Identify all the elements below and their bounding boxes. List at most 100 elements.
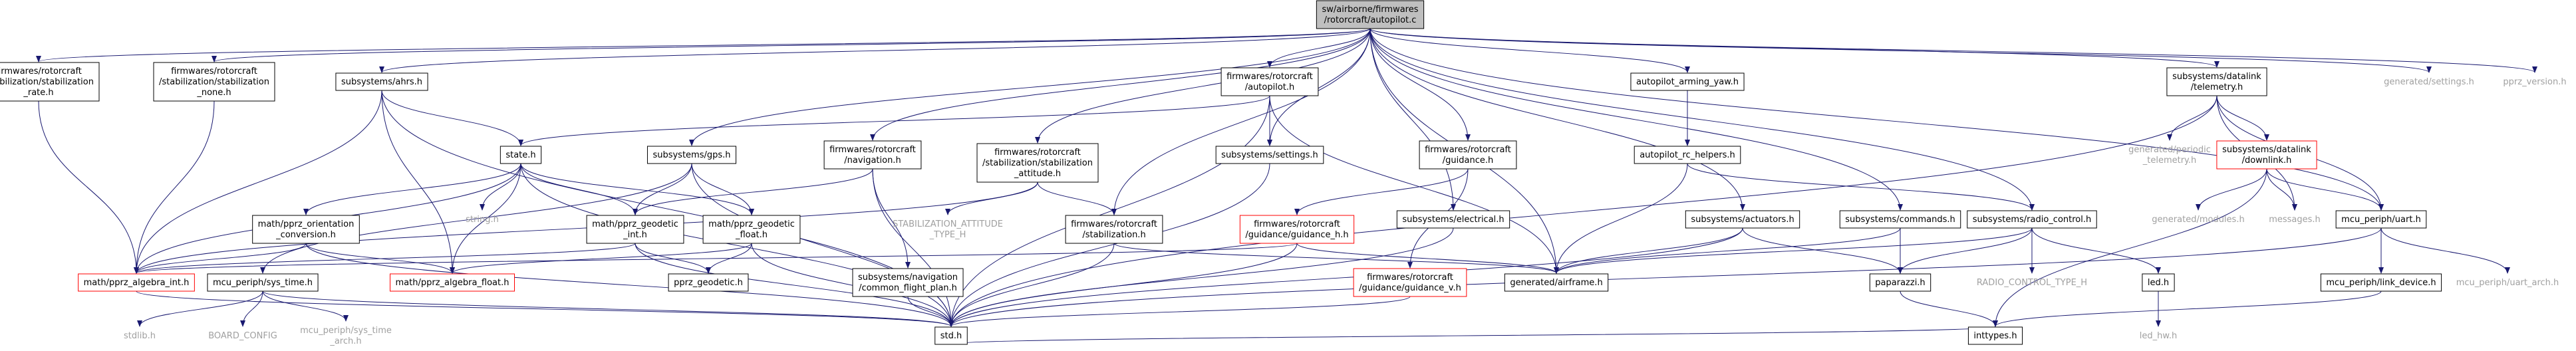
node-label-line: /guidance/guidance_v.h [1359, 283, 1461, 293]
node-label-line: mcu_periph/uart.h [2341, 215, 2421, 225]
node-orientation[interactable]: math/pprz_orientation_conversion.h [252, 215, 360, 244]
node-fw-autopilot-h[interactable]: firmwares/rotorcraft/autopilot.h [1220, 67, 1319, 96]
edge-gps-to-geo_int [633, 163, 692, 215]
edge-state_h-to-string_h [480, 163, 521, 211]
edge-radio_control-to-led [2031, 227, 2161, 274]
node-uart[interactable]: mcu_periph/uart.h [2335, 210, 2427, 229]
node-paparazzi[interactable]: paparazzi.h [1869, 273, 1932, 292]
node-stdlib: stdlib.h [124, 331, 156, 341]
node-label-line: stdlib.h [124, 331, 156, 341]
node-label-line: firmwares/rotorcraft [1226, 72, 1313, 82]
node-common-flight-plan[interactable]: subsystems/navigation/common_flight_plan… [852, 268, 964, 297]
edge-stab_attitude-to-stabilization [1037, 181, 1117, 215]
node-label-line: pprz_version.h [2503, 77, 2566, 87]
edge-guidance_h-to-std_h [948, 243, 1298, 327]
node-stab-rate[interactable]: firmwares/rotorcraft/stabilization/stabi… [0, 62, 100, 102]
node-radio-control[interactable]: subsystems/radio_control.h [1967, 210, 2097, 229]
edge-autopilot_c-to-commands [1369, 28, 1903, 211]
edge-autopilot_c-to-stab_rate [36, 28, 1371, 62]
node-guidance[interactable]: firmwares/rotorcraft/guidance.h [1419, 140, 1517, 170]
node-inttypes[interactable]: inttypes.h [1967, 326, 2023, 345]
node-state-h[interactable]: state.h [500, 146, 542, 164]
node-messages: messages.h [2269, 215, 2321, 225]
node-label-line: _conversion.h [275, 230, 336, 240]
edge-gps-to-geo_float [691, 163, 754, 215]
node-label-line: math/pprz_geodetic [708, 219, 795, 229]
node-gps[interactable]: subsystems/gps.h [646, 146, 737, 164]
node-geo-int[interactable]: math/pprz_geodetic_int.h [586, 215, 684, 244]
node-string-h: string.h [466, 215, 499, 225]
edge-autopilot_c-to-ahrs [379, 28, 1371, 73]
node-label-line: /stabilization/stabilization [159, 77, 269, 87]
node-label-line: string.h [466, 215, 499, 225]
node-pprz-geodetic[interactable]: pprz_geodetic.h [668, 273, 749, 292]
node-algebra-float[interactable]: math/pprz_algebra_float.h [390, 273, 515, 292]
node-label-line: /common_flight_plan.h [859, 283, 957, 293]
node-label-line: math/pprz_algebra_int.h [84, 278, 190, 288]
edge-autopilot_c-to-guidance [1369, 28, 1471, 141]
node-box [1316, 0, 1425, 29]
node-led[interactable]: led.h [2142, 273, 2175, 292]
node-label-line: STABILIZATION_ATTITUDE [893, 219, 1003, 229]
edge-dl_downlink-to-inttypes [1993, 168, 2267, 327]
edge-autopilot_c-to-uart [1369, 28, 2384, 211]
node-box [1220, 67, 1319, 96]
node-std-h[interactable]: std.h [934, 326, 968, 345]
edge-dl_downlink-to-gen_modules [2196, 168, 2267, 211]
node-label-line: autopilot_arming_yaw.h [1636, 77, 1739, 87]
node-sys-time[interactable]: mcu_periph/sys_time.h [207, 273, 319, 292]
node-actuators[interactable]: subsystems/actuators.h [1685, 210, 1800, 229]
node-box [852, 268, 964, 297]
node-box [390, 273, 515, 292]
node-autopilot-c[interactable]: sw/airborne/firmwares/rotorcraft/autopil… [1316, 0, 1425, 29]
node-label-line: _telemetry.h [2142, 156, 2197, 166]
edge-dl_downlink-to-uart [2266, 168, 2384, 211]
node-electrical[interactable]: subsystems/electrical.h [1396, 210, 1510, 229]
node-label-line: /rotorcraft/autopilot.c [1324, 15, 1417, 25]
edge-geo_int-to-pprz_geodetic [635, 243, 711, 274]
node-settings[interactable]: subsystems/settings.h [1215, 146, 1324, 164]
edge-navigation-to-std_h [872, 168, 954, 327]
node-label-line: /autopilot.h [1245, 82, 1295, 92]
edge-dl_telemetry-to-gen_periodic [2167, 95, 2218, 141]
node-dl-downlink[interactable]: subsystems/datalink/downlink.h [2216, 140, 2317, 170]
edge-fw_autopilot_h-to-std_h [948, 95, 1270, 327]
node-dl-telemetry[interactable]: subsystems/datalink/telemetry.h [2166, 67, 2267, 96]
edge-state_h-to-geo_int [520, 163, 638, 215]
edge-state_h-to-algebra_float [450, 163, 521, 274]
node-box [252, 215, 360, 244]
node-box [2320, 273, 2442, 292]
edge-navigation-to-geo_int [633, 168, 873, 215]
node-rc-helpers[interactable]: autopilot_rc_helpers.h [1634, 146, 1741, 164]
node-ahrs[interactable]: subsystems/ahrs.h [335, 72, 428, 91]
edge-ahrs-to-algebra_int [134, 90, 382, 274]
node-stab-none[interactable]: firmwares/rotorcraft/stabilization/stabi… [153, 62, 275, 102]
node-box [2166, 67, 2267, 96]
node-rc-type: RADIO_CONTROL_TYPE_H [1977, 278, 2087, 288]
edge-uart-to-uart_arch [2380, 227, 2510, 274]
node-box [78, 273, 195, 292]
edge-uart-to-std_h [948, 227, 2382, 327]
node-box [1419, 140, 1517, 170]
node-navigation[interactable]: firmwares/rotorcraft/navigation.h [823, 140, 922, 170]
node-gen-airframe[interactable]: generated/airframe.h [1504, 273, 1609, 292]
edge-geo_float-to-algebra_float [450, 243, 752, 274]
node-label-line: firmwares/rotorcraft [1367, 273, 1453, 283]
node-algebra-int[interactable]: math/pprz_algebra_int.h [78, 273, 195, 292]
node-label-line: firmwares/rotorcraft [994, 148, 1081, 158]
node-stabilization[interactable]: firmwares/rotorcraft/stabilization.h [1065, 215, 1163, 244]
node-led-hw: led_hw.h [2140, 331, 2177, 341]
node-stab-attitude[interactable]: firmwares/rotorcraft/stabilization/stabi… [976, 143, 1099, 183]
node-guidance-h[interactable]: firmwares/rotorcraft/guidance/guidance_h… [1239, 215, 1355, 244]
node-link-device[interactable]: mcu_periph/link_device.h [2320, 273, 2442, 292]
node-box [1065, 215, 1163, 244]
node-label-line: state.h [505, 150, 535, 160]
node-label-line: _attitude.h [1014, 169, 1061, 179]
node-guidance-v[interactable]: firmwares/rotorcraft/guidance/guidance_v… [1353, 268, 1467, 297]
edge-autopilot_c-to-actuators [1369, 28, 1745, 211]
node-commands[interactable]: subsystems/commands.h [1839, 210, 1961, 229]
edge-state_h-to-orientation [303, 163, 521, 215]
node-geo-float[interactable]: math/pprz_geodetic_float.h [702, 215, 801, 244]
node-label-line: generated/modules.h [2152, 215, 2244, 225]
node-arming-yaw[interactable]: autopilot_arming_yaw.h [1630, 72, 1745, 91]
